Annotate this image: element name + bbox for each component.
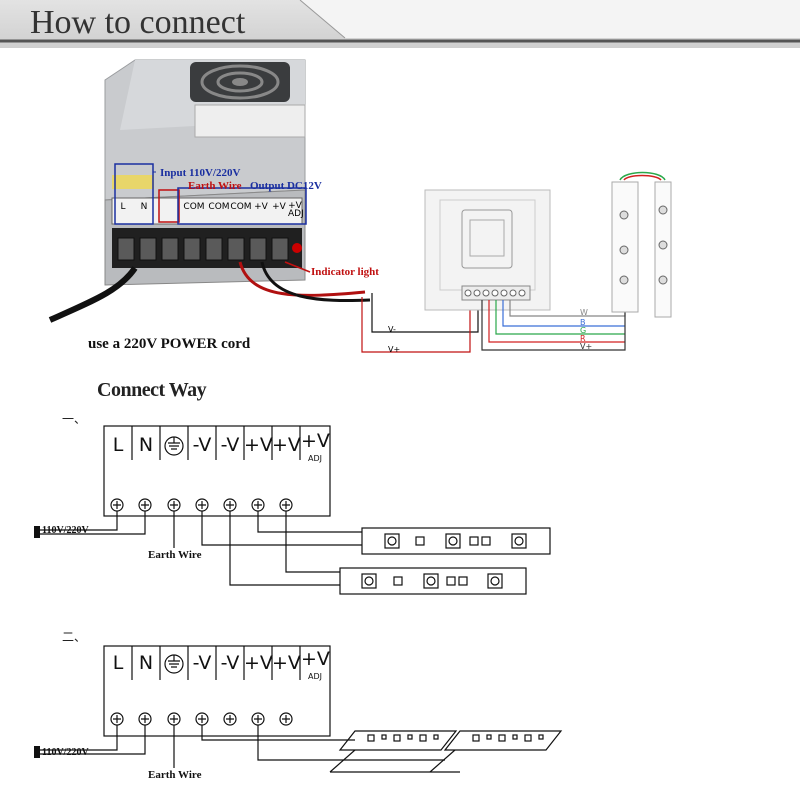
terminal-v-plus-adj: +V [301, 648, 330, 670]
terminal-n: N [138, 434, 154, 456]
page-title: How to connect [30, 4, 246, 41]
terminal-l: L [112, 434, 124, 456]
led-strip-icon [611, 171, 672, 318]
diagram-2 [40, 645, 563, 773]
wire-label-b: B [580, 318, 586, 327]
connect-way-title: Connect Way [97, 379, 207, 401]
terminal-n: N [138, 652, 154, 674]
output-voltage-label: Output DC12V [250, 180, 322, 192]
wire-label-w: W [580, 308, 588, 317]
terminal-v-plus: +V [272, 652, 301, 674]
terminal-v-minus: -V [220, 652, 240, 674]
earth-wire-label: Earth Wire [148, 549, 202, 561]
input-voltage-label: Input 110V/220V [160, 167, 241, 179]
diagram-1 [40, 425, 551, 595]
diagram-1-number: 一、 [62, 412, 87, 426]
wire-label-v-minus: V- [388, 325, 396, 334]
indicator-light-icon [292, 243, 302, 253]
terminal-adj-label: ADJ [308, 454, 322, 463]
earth-wire-label: Earth Wire [148, 769, 202, 781]
photo-terminal-com: COM [208, 202, 230, 212]
power-cord-note: use a 220V POWER cord [88, 336, 251, 352]
photo-terminal-n: N [140, 202, 148, 212]
terminal-v-minus: -V [220, 434, 240, 456]
terminal-v-plus: +V [272, 434, 301, 456]
power-supply-illustration [48, 59, 672, 353]
terminal-v-minus: -V [192, 652, 212, 674]
diagram-2-number: 二、 [62, 630, 87, 644]
header-decoration [0, 0, 800, 43]
photo-terminal-l: L [120, 202, 126, 212]
terminal-adj-label: ADJ [308, 672, 322, 681]
photo-terminal-v-plus: +V [272, 202, 286, 212]
photo-terminal-com: COM [230, 202, 252, 212]
photo-terminal-v-plus: +V [254, 202, 268, 212]
wire-label-v-plus: V+ [388, 345, 401, 354]
terminal-v-minus: -V [192, 434, 212, 456]
earth-wire-label: Earth Wire [188, 180, 242, 192]
input-voltage-label: 110V/220V [42, 747, 89, 758]
terminal-v-plus-adj: +V [301, 430, 330, 452]
fan-grill-icon [190, 62, 290, 102]
wire-label-g: G [580, 326, 587, 335]
wire-label-r: R [580, 334, 586, 343]
terminal-v-plus: +V [244, 652, 273, 674]
rgb-controller-icon [424, 189, 551, 311]
terminal-v-plus: +V [244, 434, 273, 456]
photo-terminal-com: COM [183, 202, 205, 212]
indicator-light-label: Indicator light [311, 266, 379, 278]
wire-label-vplus: V+ [580, 342, 593, 351]
terminal-l: L [112, 652, 124, 674]
input-voltage-label: 110V/220V [42, 525, 89, 536]
